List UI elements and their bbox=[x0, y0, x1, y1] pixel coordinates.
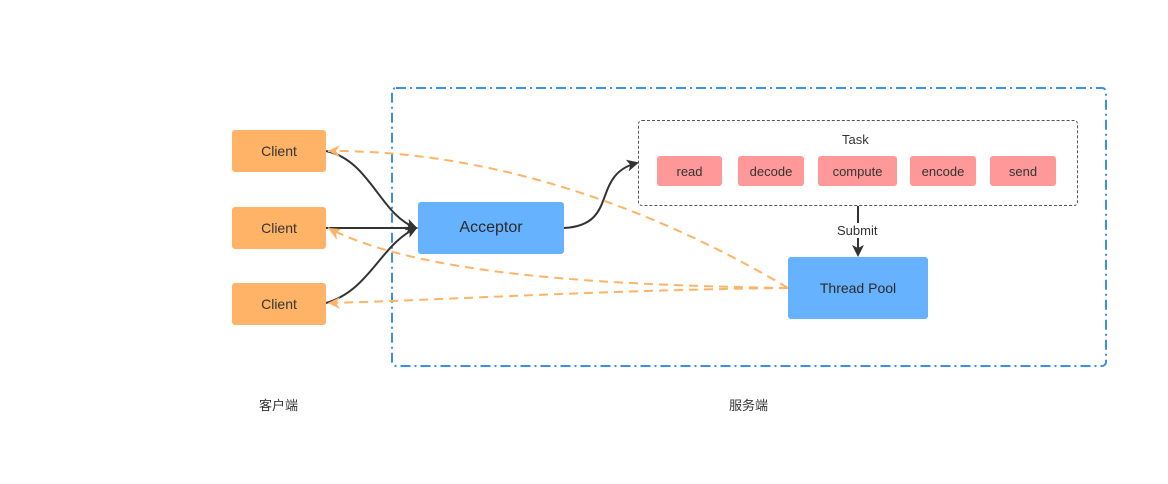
client-node-3: Client bbox=[232, 283, 326, 325]
task-step-encode: encode bbox=[910, 156, 976, 186]
acceptor-node: Acceptor bbox=[418, 202, 564, 254]
task-step-compute: compute bbox=[818, 156, 897, 186]
thread-pool-node: Thread Pool bbox=[788, 257, 928, 319]
response-arrowhead-1 bbox=[328, 145, 340, 157]
client-node-2: Client bbox=[232, 207, 326, 249]
request-arrow-client-1 bbox=[325, 150, 418, 231]
client-side-caption: 客户端 bbox=[259, 398, 299, 413]
response-arrow-client-2 bbox=[327, 227, 789, 289]
response-arrow-client-1 bbox=[327, 149, 789, 289]
task-step-send: send bbox=[990, 156, 1056, 186]
task-frame bbox=[638, 120, 1078, 206]
task-title: Task bbox=[842, 132, 869, 147]
response-arrowhead-3 bbox=[328, 297, 340, 309]
response-arrowhead-2 bbox=[328, 228, 341, 240]
acceptor-to-task-arrow bbox=[563, 159, 639, 229]
client-node-1: Client bbox=[232, 130, 326, 172]
task-step-decode: decode bbox=[738, 156, 804, 186]
response-arrow-client-3 bbox=[327, 287, 789, 304]
task-step-read: read bbox=[657, 156, 722, 186]
request-arrow-client-3 bbox=[325, 226, 418, 304]
server-side-caption: 服务端 bbox=[729, 398, 769, 413]
submit-label: Submit bbox=[836, 223, 879, 238]
